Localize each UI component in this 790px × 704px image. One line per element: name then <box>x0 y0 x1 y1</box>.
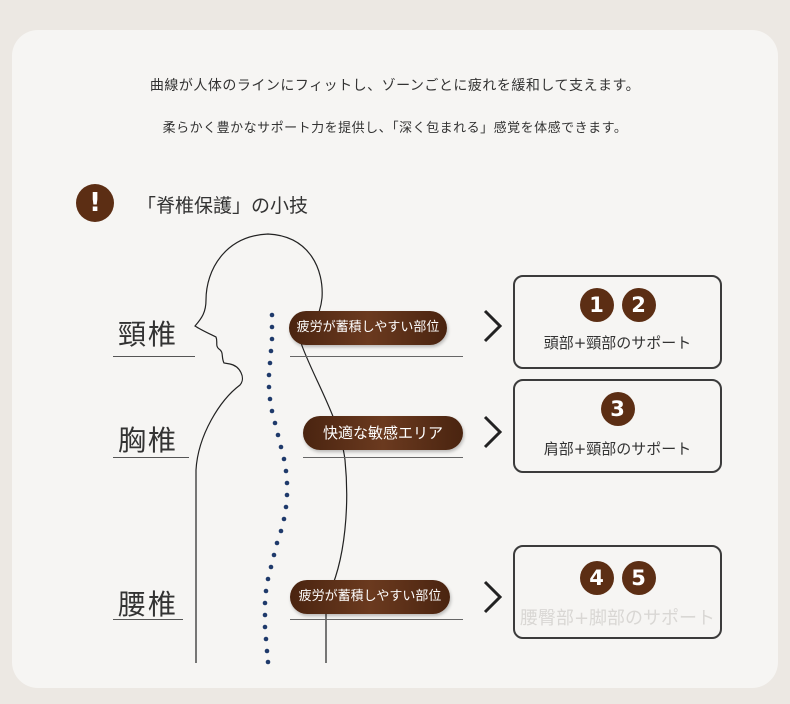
region-underline <box>113 619 183 620</box>
number-badge: 5 <box>621 561 656 595</box>
number-badge: 1 <box>579 288 614 322</box>
region-label-lumbar: 腰椎 <box>118 588 179 621</box>
pill-underline <box>303 457 463 458</box>
region-label-thoracic: 胸椎 <box>118 424 179 457</box>
chevron-right-icon <box>483 309 503 343</box>
chevron-right-icon <box>483 415 503 449</box>
support-box-shoulder-neck: 3 肩部+頸部のサポート <box>513 379 722 473</box>
support-text: 頭部+頸部のサポート <box>543 334 692 352</box>
number-badge: 4 <box>579 561 614 595</box>
exclamation-circle-icon: ! <box>76 184 114 222</box>
intro-line-2: 柔らかく豊かなサポート力を提供し、「深く包まれる」感覚を体感できます。 <box>162 121 628 136</box>
region-underline <box>113 356 195 357</box>
pill-fatigue-area: 疲労が蓄積しやすい部位 <box>290 580 450 614</box>
chevron-right-icon <box>483 580 503 614</box>
number-badge: 3 <box>600 392 635 426</box>
head-outline <box>194 233 348 663</box>
support-text: 腰臀部+脚部のサポート <box>519 608 716 629</box>
spine-dots <box>262 312 290 665</box>
support-numbers: 3 <box>515 392 720 426</box>
pill-fatigue-area: 疲労が蓄積しやすい部位 <box>289 311 447 345</box>
pill-underline <box>290 356 463 357</box>
support-text: 肩部+頸部のサポート <box>543 440 692 458</box>
pill-underline <box>290 619 463 620</box>
tip-title: 「脊椎保護」の小技 <box>137 195 309 217</box>
region-underline <box>113 457 189 458</box>
intro-line-1: 曲線が人体のラインにフィットし、ゾーンごとに疲れを緩和して支えます。 <box>149 78 641 94</box>
region-label-cervical: 頸椎 <box>118 318 179 351</box>
pill-sensitive-area: 快適な敏感エリア <box>303 416 463 450</box>
number-badge: 2 <box>621 288 656 322</box>
